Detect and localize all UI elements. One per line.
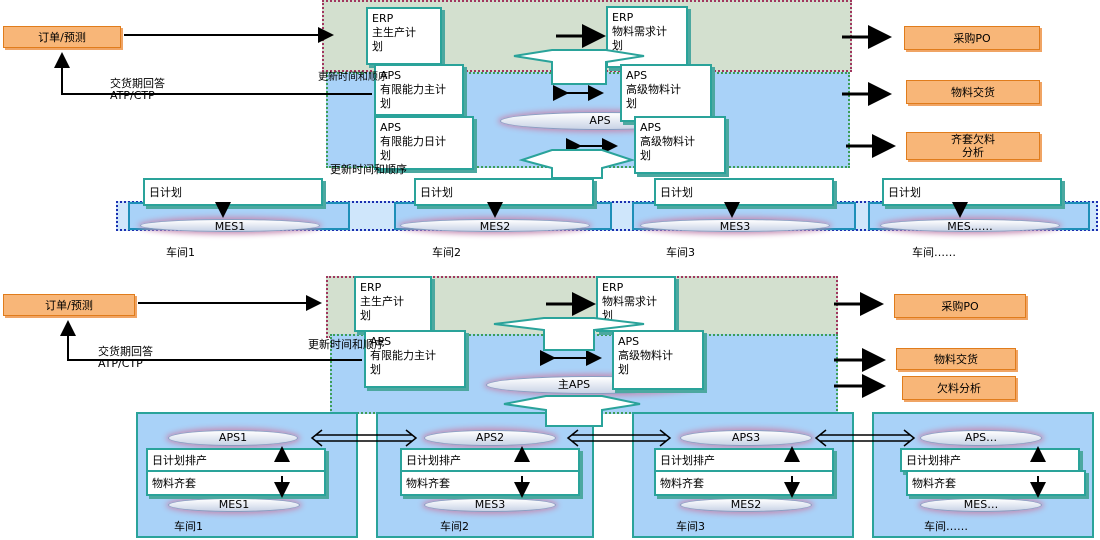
top-aps-finite-master-box: APS 有限能力主计 划 [374, 64, 464, 116]
top-delivery-reply-label: 交货期回答 ATP/CTP [110, 77, 165, 102]
top-update-time-label-1: 更新时间和顺序 [318, 72, 388, 83]
bottom-mes-disk-1: MES1 [168, 498, 300, 512]
bottom-workshop-label-2: 车间2 [440, 520, 469, 533]
top-workshop-label-1: 车间1 [166, 246, 195, 259]
bottom-purchase-po-box: 采购PO [894, 294, 1026, 318]
top-workshop-label-3: 车间3 [666, 246, 695, 259]
bottom-aps-disk-3: APS3 [680, 430, 812, 446]
top-workshop-label-2: 车间2 [432, 246, 461, 259]
bottom-block-arrow-erp-aps [493, 317, 645, 351]
top-daily-plan-3: 日计划 [654, 178, 834, 206]
bottom-order-forecast-box: 订单/预测 [3, 294, 135, 316]
bottom-workshop-label-1: 车间1 [174, 520, 203, 533]
top-erp-mrp-box: ERP 物料需求计 划 [606, 6, 688, 68]
top-material-delivery-box: 物料交货 [906, 80, 1040, 104]
bottom-aps-disk-1: APS1 [168, 430, 298, 446]
bottom-update-time-label: 更新时间和顺序 [308, 338, 385, 351]
top-mes-disk-3: MES3 [640, 219, 830, 233]
bottom-mes-disk-3: MES2 [680, 498, 812, 512]
top-aps-finite-daily-box: APS 有限能力日计 划 [374, 116, 474, 170]
top-mes-disk-2: MES2 [400, 219, 590, 233]
bottom-material-delivery-box: 物料交货 [896, 348, 1016, 370]
bottom-aps-advanced-material-box: APS 高级物料计 划 [612, 330, 704, 390]
top-daily-plan-2: 日计划 [414, 178, 594, 206]
bottom-material-kitting-3: 物料齐套 [654, 470, 834, 496]
bottom-aps-finite-master-box: APS 有限能力主计 划 [364, 330, 466, 388]
bottom-mes-disk-4: MES… [920, 498, 1042, 512]
top-aps-advanced-material-box-2: APS 高级物料计 划 [634, 116, 726, 174]
bottom-reply-to-order-arrow [60, 320, 362, 361]
top-daily-plan-4: 日计划 [882, 178, 1062, 206]
top-kitting-shortage-box: 齐套欠料 分析 [906, 132, 1040, 160]
bottom-material-kitting-1: 物料齐套 [146, 470, 326, 496]
top-reply-to-order-arrow [54, 52, 372, 95]
bottom-workshop-label-4: 车间…… [924, 520, 968, 533]
bottom-aps-link-2-3 [566, 429, 672, 447]
bottom-workshop-label-3: 车间3 [676, 520, 705, 533]
bottom-main-aps-label: 主APS [557, 378, 591, 391]
bottom-aps-disk-4: APS… [920, 430, 1042, 446]
top-workshop-label-4: 车间…… [912, 246, 956, 259]
bottom-shortage-analysis-box: 欠料分析 [902, 376, 1016, 400]
top-purchase-po-box: 采购PO [904, 26, 1040, 50]
top-mes-disk-4: MES…… [880, 219, 1060, 233]
top-mes-disk-1: MES1 [140, 219, 320, 233]
bottom-aps-link-1-2 [310, 429, 418, 447]
bottom-mes-disk-2: MES3 [424, 498, 556, 512]
top-block-arrow-erp-aps [513, 49, 645, 85]
top-daily-plan-1: 日计划 [143, 178, 323, 206]
top-order-forecast-box: 订单/预测 [3, 26, 121, 48]
bottom-aps-link-3-4 [814, 429, 916, 447]
bottom-daily-scheduling-2: 日计划排产 [400, 448, 580, 472]
top-update-time-label-2: 更新时间和顺序 [330, 163, 407, 176]
top-aps-advanced-material-box-1: APS 高级物料计 划 [620, 64, 712, 122]
bottom-material-kitting-2: 物料齐套 [400, 470, 580, 496]
bottom-aps-disk-2: APS2 [424, 430, 556, 446]
bottom-material-kitting-4: 物料齐套 [906, 470, 1086, 496]
bottom-block-arrow-aps-workshop [503, 395, 641, 427]
top-block-arrow-aps-mes [518, 149, 636, 179]
